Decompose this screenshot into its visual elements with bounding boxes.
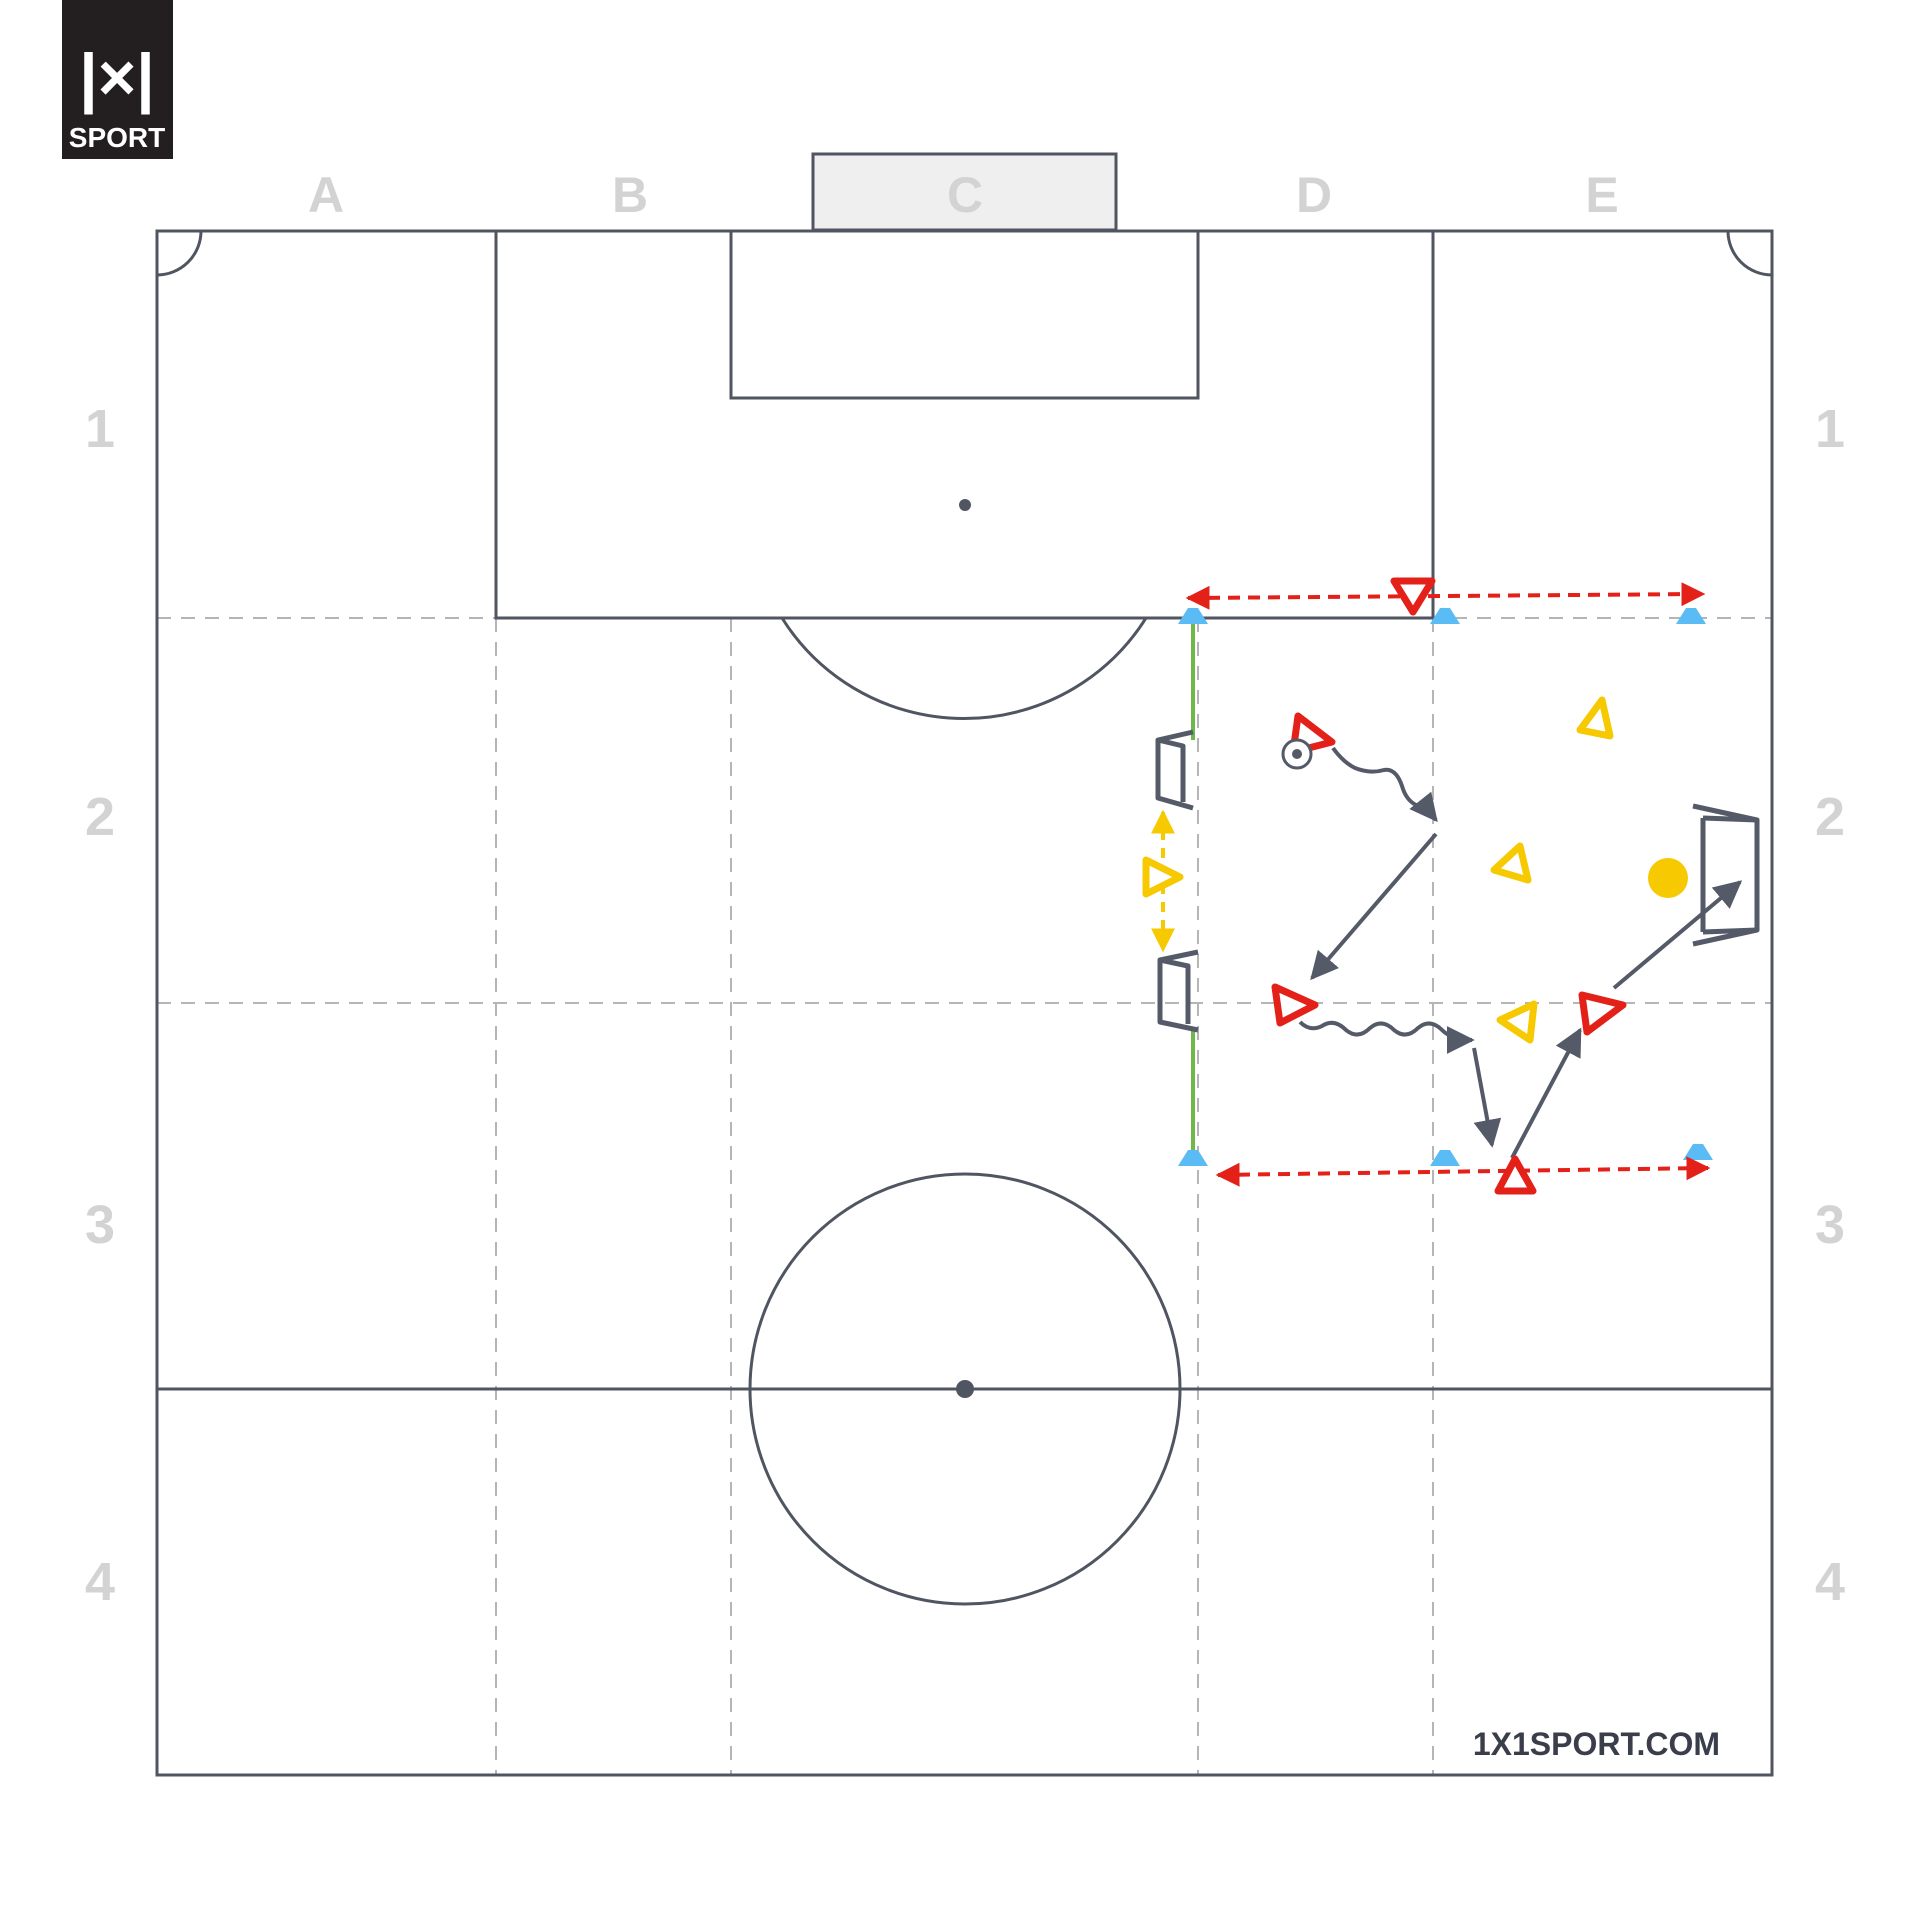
- pass-arrow: [1510, 1027, 1582, 1159]
- column-label-c: C: [947, 167, 983, 223]
- pass-arrow: [1472, 1047, 1502, 1148]
- red-triangle-icon: [1390, 577, 1436, 616]
- row-label-left-3: 3: [85, 1195, 115, 1255]
- red-triangle-icon: [1578, 991, 1627, 1036]
- row-label-right-3: 3: [1815, 1195, 1845, 1255]
- red-triangle-icon: [1271, 983, 1319, 1027]
- mini-goal-icon: [1692, 803, 1760, 947]
- blue-cone-icon: [1178, 1150, 1208, 1166]
- blue-cone-icon: [1178, 608, 1208, 624]
- column-label-d: D: [1296, 167, 1332, 223]
- row-label-right-4: 4: [1815, 1552, 1845, 1612]
- penalty-box: [494, 229, 1435, 620]
- row-label-left-4: 4: [85, 1552, 115, 1612]
- blue-cone-icon: [1430, 1150, 1460, 1166]
- column-label-e: E: [1585, 167, 1618, 223]
- main-goal: [811, 152, 1118, 232]
- blue-cone-icon: [1676, 608, 1706, 624]
- yellow-triangle-icon: [1142, 856, 1184, 898]
- blue-cone-icon: [1683, 1144, 1713, 1160]
- red-triangle-icon: [1494, 1155, 1537, 1195]
- row-label-right-2: 2: [1815, 787, 1845, 847]
- blue-cone-icon: [1430, 608, 1460, 624]
- brand-logo: |×| SPORT: [62, 0, 173, 159]
- ball-icon: [1281, 738, 1313, 770]
- yellow-triangle-icon: [1490, 842, 1532, 884]
- center-circle: [748, 1172, 1182, 1606]
- row-label-left-2: 2: [85, 787, 115, 847]
- row-label-right-1: 1: [1815, 399, 1845, 459]
- zone-grid: [157, 617, 1772, 1775]
- row-label-left-1: 1: [85, 399, 115, 459]
- corner-arc-left: [156, 230, 203, 277]
- brand-logo-mark: |×|: [79, 40, 154, 116]
- mini-goal-icon: [1157, 949, 1199, 1033]
- brand-logo-name: SPORT: [69, 122, 165, 153]
- dribble-arrow: [1331, 746, 1438, 823]
- yellow-triangle-icon: [1576, 696, 1614, 740]
- pass-arrow: [1310, 832, 1438, 981]
- mini-goal-icon: [1155, 729, 1194, 811]
- website-url: 1X1SPORT.COM: [1473, 1726, 1720, 1762]
- yellow-triangle-icon: [1496, 1000, 1538, 1044]
- penalty-arc: [780, 617, 1148, 721]
- dribble-arrow: [1298, 1020, 1475, 1054]
- yellow-goalkeeper-icon: [1648, 858, 1688, 898]
- column-label-b: B: [612, 167, 648, 223]
- movement-range-arrow: [1185, 582, 1706, 610]
- shot-arrow: [1612, 880, 1743, 990]
- movement-range-arrow: [1215, 1156, 1711, 1187]
- column-label-a: A: [308, 167, 344, 223]
- center-spot: [956, 1380, 974, 1398]
- six-yard-box: [729, 229, 1200, 400]
- corner-arc-right: [1726, 230, 1773, 277]
- penalty-spot: [959, 499, 971, 511]
